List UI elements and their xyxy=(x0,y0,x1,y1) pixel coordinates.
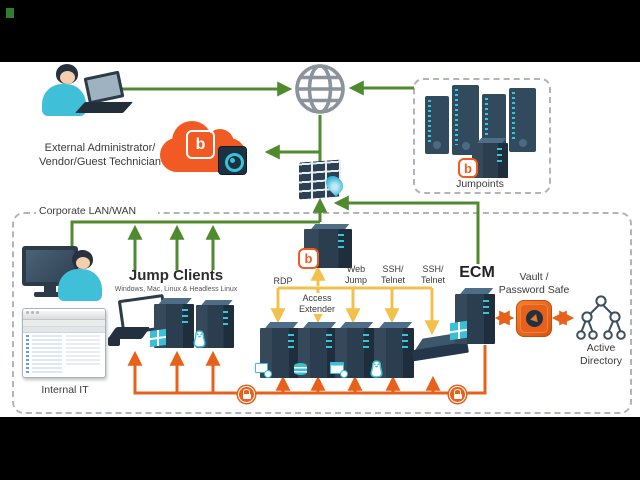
linux-penguin-icon xyxy=(193,330,206,348)
windows-logo-icon xyxy=(150,328,166,348)
managed-server-icon xyxy=(370,322,414,378)
window-toolbar xyxy=(23,320,105,327)
jumpoints-zone xyxy=(413,78,551,194)
password-safe-icon xyxy=(516,300,552,337)
lock-icon xyxy=(449,386,466,403)
managed-server-icon xyxy=(330,322,375,378)
ssh-telnet-label: SSH/ Telnet xyxy=(380,264,406,285)
beyondtrust-logo: b xyxy=(458,158,478,178)
internal-it-person-icon xyxy=(56,250,104,302)
web-jump-label: Web Jump xyxy=(344,264,367,285)
external-admin-icon xyxy=(42,64,160,138)
active-directory-label: Active Directory xyxy=(579,342,622,367)
mac-client-icon xyxy=(107,293,169,349)
web-app-icon xyxy=(330,362,348,378)
beyondtrust-logo: b xyxy=(186,130,215,159)
beyondtrust-logo: b xyxy=(298,248,319,269)
corporate-lan-zone xyxy=(12,212,632,414)
session-log-window xyxy=(22,308,106,378)
linux-client-icon xyxy=(193,300,234,348)
cloud-icon: b xyxy=(156,118,260,178)
internet-globe-icon xyxy=(292,62,348,116)
safe-dial-icon xyxy=(525,310,543,327)
rack-server-icon xyxy=(425,96,449,154)
windows-client-icon xyxy=(150,298,194,348)
internal-it-label: Internal IT xyxy=(41,384,89,396)
ecm-label: ECM xyxy=(459,264,495,281)
managed-server-icon xyxy=(255,322,300,378)
letterbox-top xyxy=(0,0,640,62)
rdp-label: RDP xyxy=(273,276,293,286)
linux-penguin-icon xyxy=(370,360,383,378)
windows-logo-icon xyxy=(450,320,467,341)
jumpoints-label: Jumpoints xyxy=(443,178,517,191)
vault-label: Vault / Password Safe xyxy=(498,271,570,296)
ssh-telnet-label: SSH/ Telnet xyxy=(420,264,446,285)
external-admin-label: External Administrator/ Vendor/Guest Tec… xyxy=(38,142,162,168)
active-directory-icon xyxy=(576,295,626,341)
jump-clients-title: Jump Clients xyxy=(128,267,224,284)
database-icon xyxy=(293,362,311,378)
window-list-rows xyxy=(23,333,105,377)
lock-icon xyxy=(238,386,255,403)
access-extender-label: Access Extender xyxy=(291,293,343,314)
rack-server-icon xyxy=(509,88,536,152)
appliance-icon: b xyxy=(298,224,352,269)
safe-icon xyxy=(218,146,247,175)
jump-clients-subtitle: Windows, Mac, Linux & Headless Linux xyxy=(114,286,238,293)
window-titlebar xyxy=(23,311,105,320)
letterbox-bottom xyxy=(0,417,640,480)
window-column-headers xyxy=(23,327,105,333)
ecm-server-icon xyxy=(450,288,495,344)
laptop-icon xyxy=(83,70,125,105)
corporate-lan-label: Corporate LAN/WAN xyxy=(36,205,158,218)
remote-desktop-icon xyxy=(255,362,273,378)
green-marker xyxy=(6,8,14,18)
jumpoint-host-icon xyxy=(472,138,508,182)
